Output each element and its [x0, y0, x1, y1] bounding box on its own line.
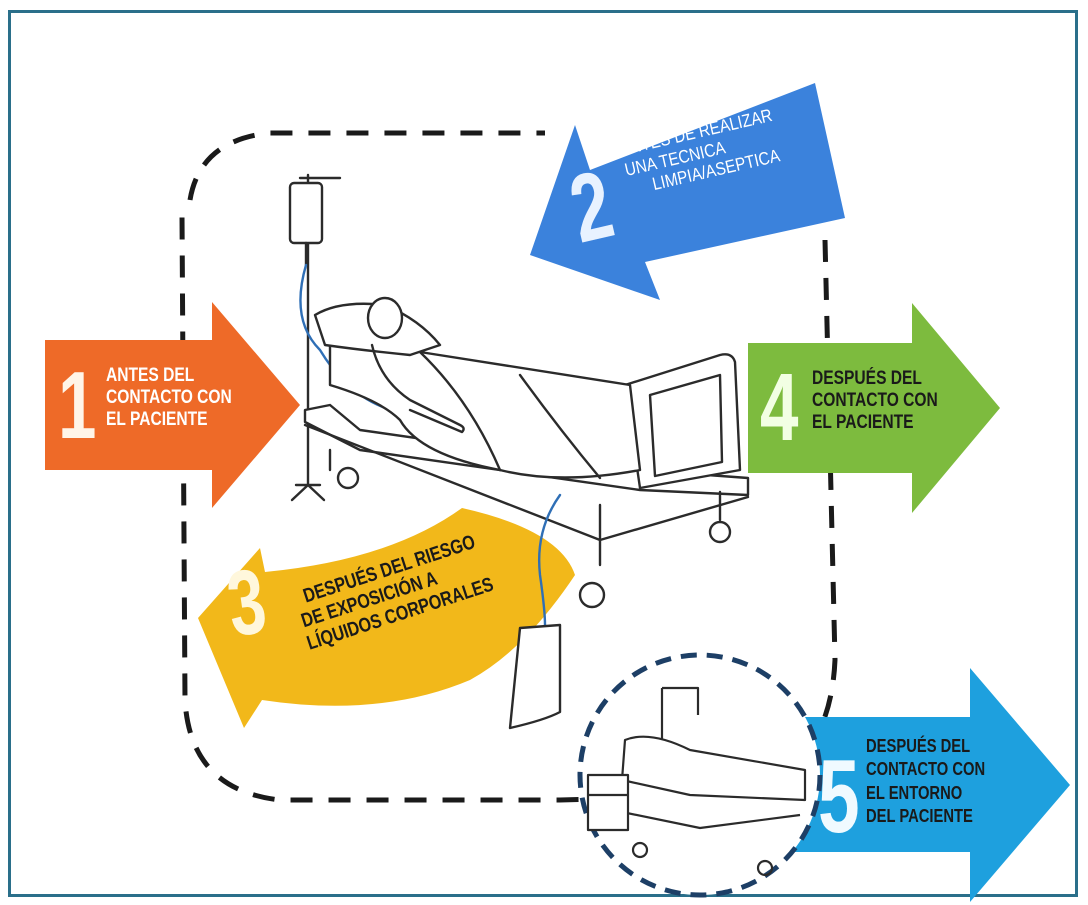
moment-4-number: 4	[760, 360, 798, 456]
patient-environment-icon	[580, 655, 820, 895]
moment-1-number: 1	[58, 358, 96, 454]
moment-5-label-line: EL ENTORNO	[866, 782, 985, 805]
moment-5-number: 5	[818, 745, 860, 849]
moment-4-label-line: DESPUÉS DEL	[812, 368, 938, 390]
moment-1-label-line: ANTES DEL	[106, 365, 232, 387]
moment-1-label-line: EL PACIENTE	[106, 409, 232, 431]
moment-5-label-line: DEL PACIENTE	[866, 805, 985, 828]
moment-5-label: DESPUÉS DEL CONTACTO CON EL ENTORNO DEL …	[866, 735, 985, 829]
moment-1-label-line: CONTACTO CON	[106, 387, 232, 409]
moment-5-label-line: DESPUÉS DEL	[866, 735, 985, 758]
moment-4-label: DESPUÉS DEL CONTACTO CON EL PACIENTE	[812, 368, 938, 434]
moment-4-label-line: CONTACTO CON	[812, 390, 938, 412]
moment-4-label-line: EL PACIENTE	[812, 412, 938, 434]
moment-5-label-line: CONTACTO CON	[866, 758, 985, 781]
moment-1-label: ANTES DEL CONTACTO CON EL PACIENTE	[106, 365, 232, 431]
